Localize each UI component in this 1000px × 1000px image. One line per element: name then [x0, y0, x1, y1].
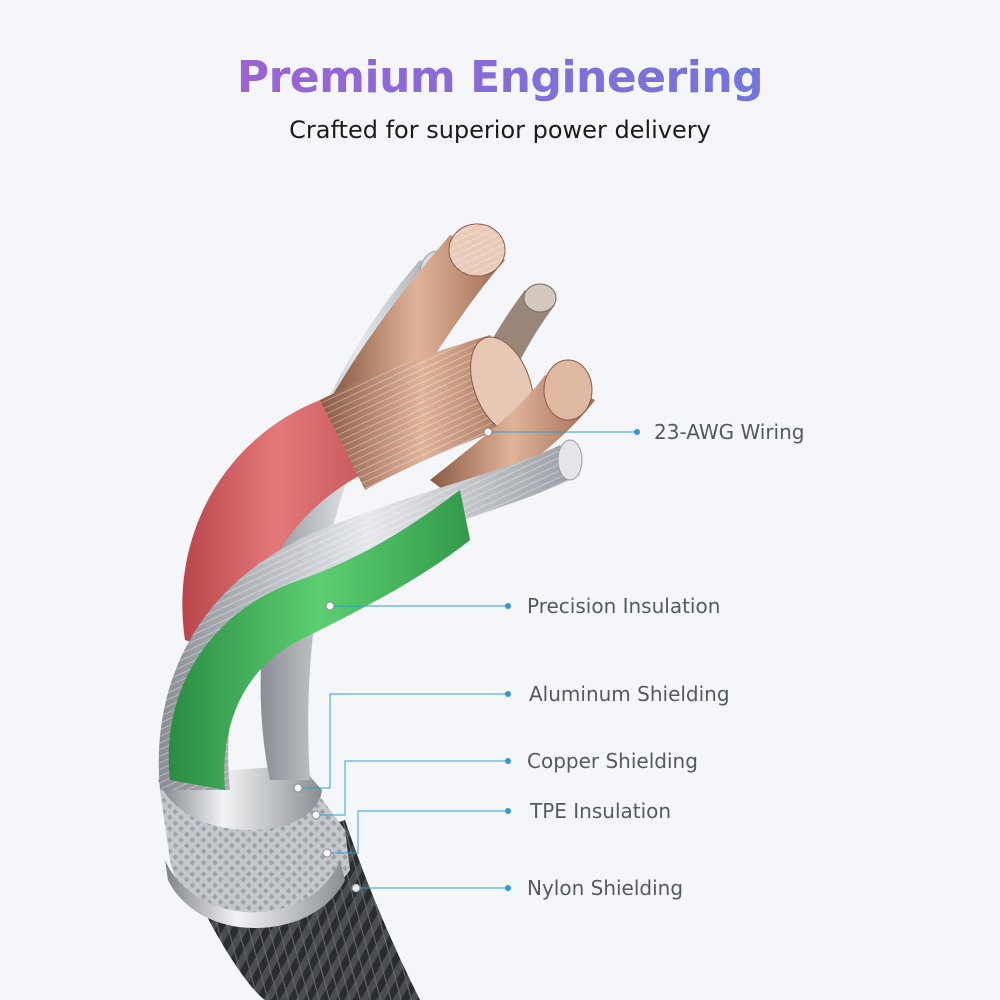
top-copper-strands [330, 235, 505, 420]
green-insulation [168, 490, 471, 790]
label-nylon-shielding: Nylon Shielding [527, 876, 684, 900]
label-23-awg-wiring: 23-AWG Wiring [654, 420, 805, 444]
label-copper-shielding: Copper Shielding [527, 749, 698, 773]
label-tpe-insulation: TPE Insulation [530, 799, 672, 823]
page-title: Premium Engineering [0, 52, 1000, 103]
page-subtitle: Crafted for superior power delivery [289, 116, 711, 144]
label-precision-insulation: Precision Insulation [527, 594, 721, 618]
label-aluminum-shielding: Aluminum Shielding [529, 682, 730, 706]
back-silver-wire [260, 260, 455, 780]
